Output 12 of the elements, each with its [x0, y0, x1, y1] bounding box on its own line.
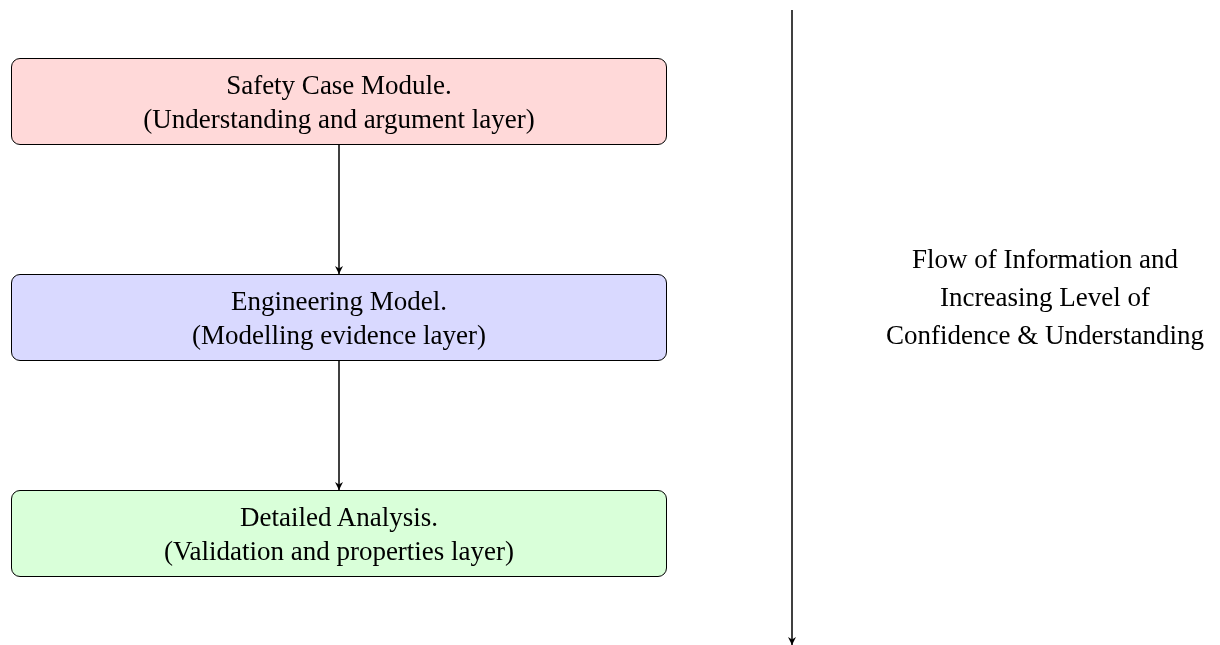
note-text: Flow of Information and Increasing Level of Confidence & Understanding	[885, 243, 1205, 352]
process-box	[11, 58, 667, 145]
box-subtitle: (Validation and properties layer)	[163, 534, 515, 568]
process-box	[11, 274, 667, 361]
box-subtitle: (Understanding and argument layer)	[143, 102, 535, 136]
process-box	[11, 490, 667, 577]
box-title: Engineering Model.	[231, 284, 447, 318]
arrow	[335, 360, 343, 491]
box-subtitle: (Modelling evidence layer)	[192, 318, 486, 352]
box-title: Safety Case Module.	[226, 68, 452, 102]
box-title: Detailed Analysis.	[240, 500, 438, 534]
arrow	[335, 144, 343, 275]
